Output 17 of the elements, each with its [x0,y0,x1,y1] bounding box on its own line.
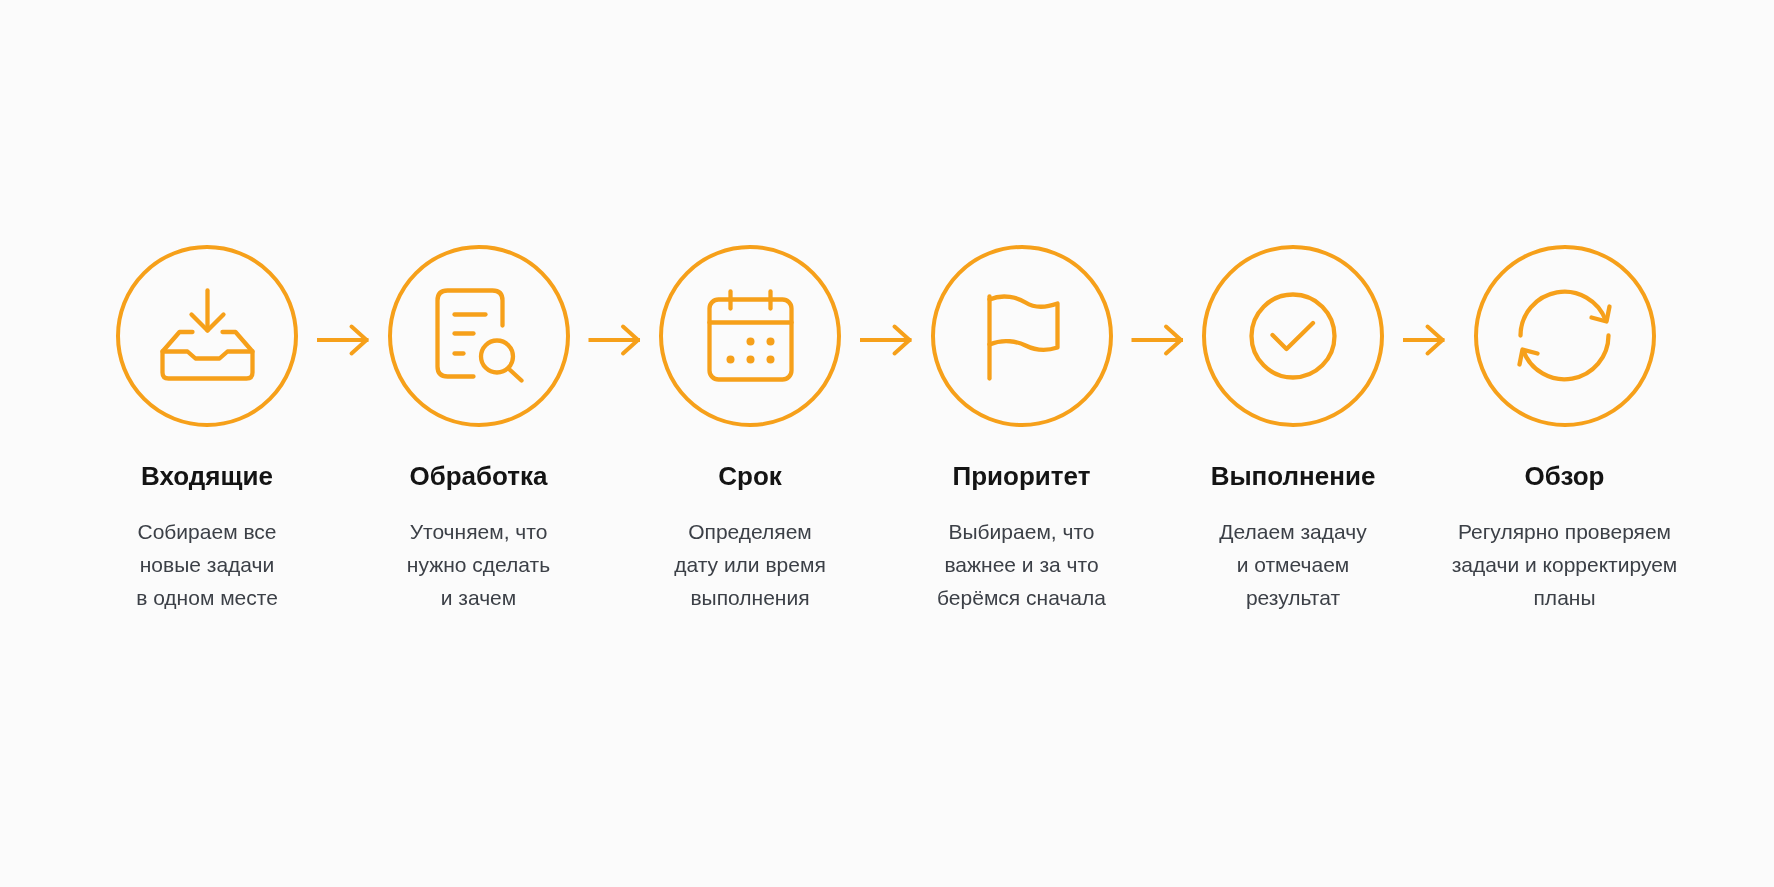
step-title: Обзор [1524,460,1605,492]
step-title: Приоритет [952,460,1091,492]
arrow [860,324,912,356]
step-title: Обработка [409,460,548,492]
step-description: Определяем дату или время выполнения [673,518,827,611]
arrow [1403,324,1445,356]
step-description: Уточняем, что нужно сделать и зачем [405,518,552,611]
step-description: Выбираем, что важнее и за что берёмся сначала [936,518,1107,611]
step-title: Выполнение [1210,460,1376,492]
step-title: Срок [718,460,782,492]
step-description: Делаем задачу и отмечаем результат [1218,518,1368,611]
step-title: Входящие [141,460,273,492]
step-description: Собираем все новые задачи в одном месте [135,518,279,611]
arrow [1131,324,1183,356]
step-description: Регулярно проверяем задачи и корректируем планы [1450,518,1679,611]
arrow [317,324,369,356]
arrow [588,324,640,356]
